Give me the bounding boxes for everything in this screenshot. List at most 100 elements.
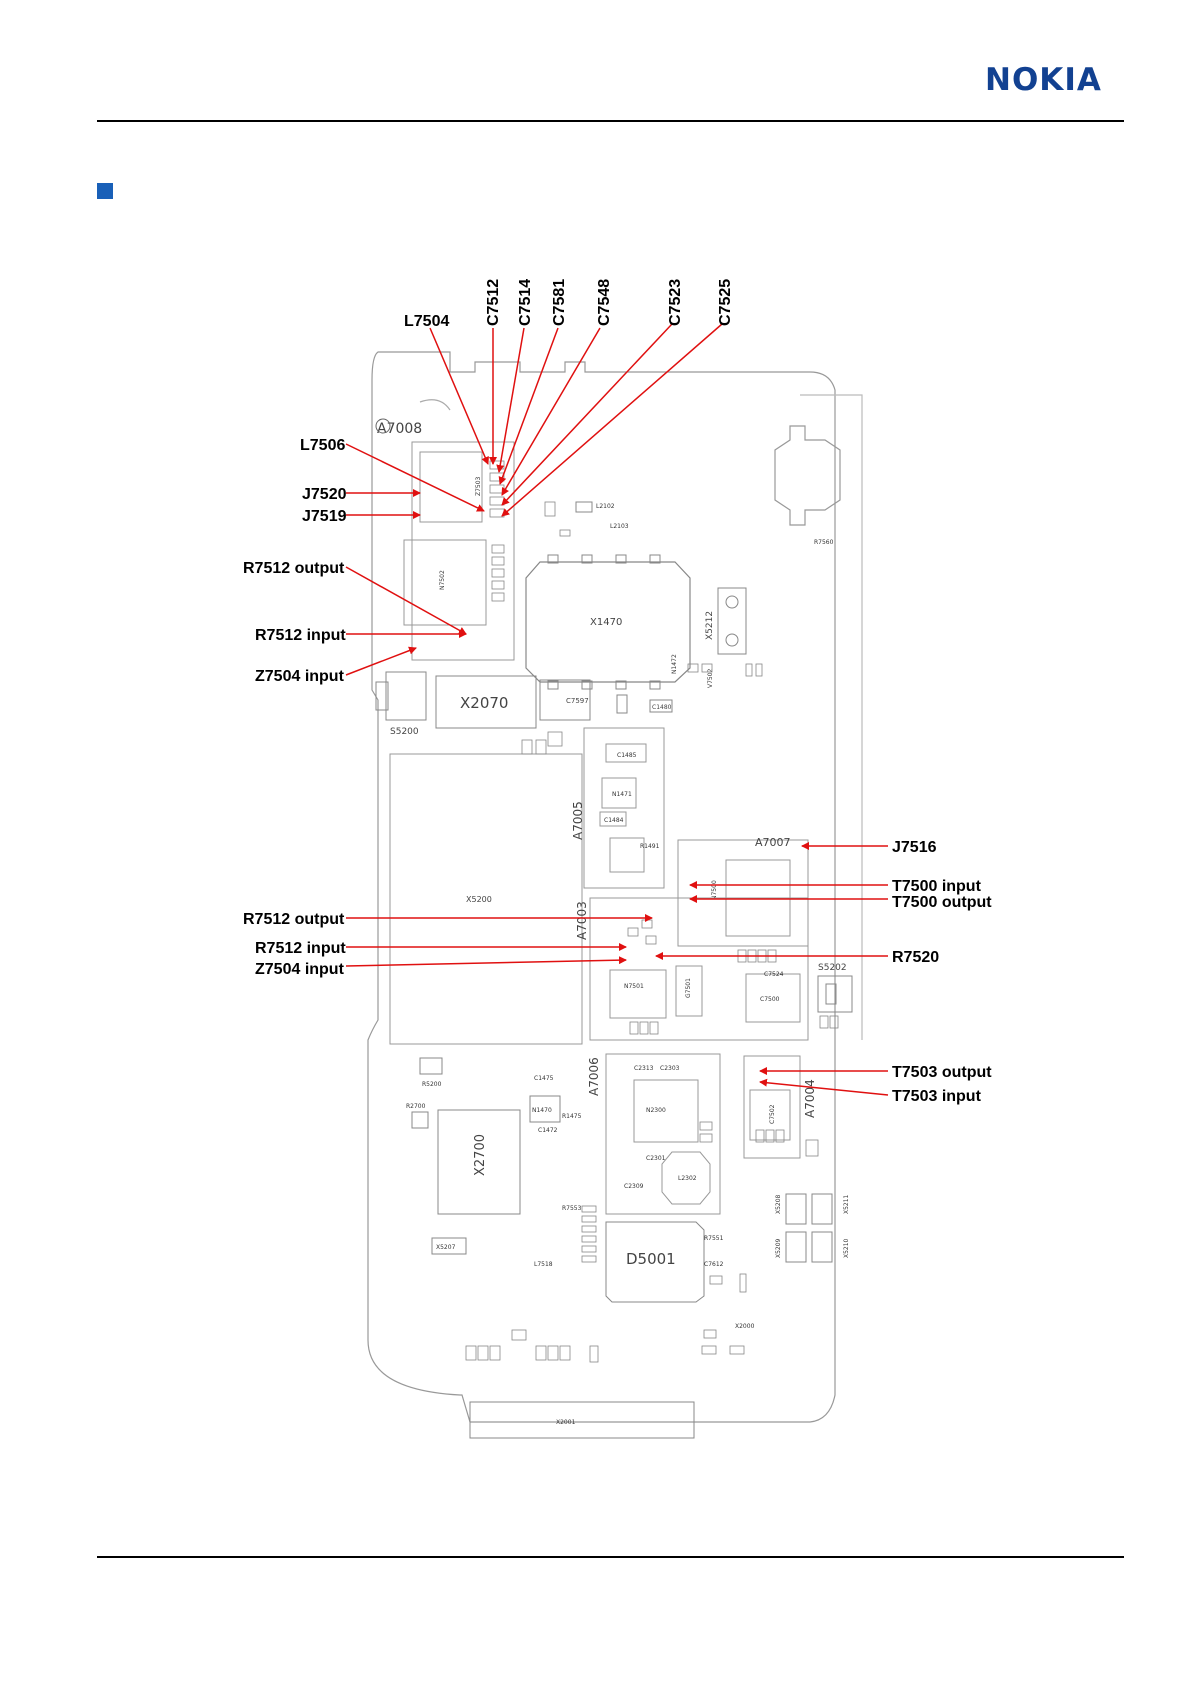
- svg-text:N1472: N1472: [671, 654, 678, 674]
- svg-text:Z7503: Z7503: [475, 476, 482, 496]
- footer-rule: [97, 1556, 1124, 1558]
- component-x2070: X2070 S5200 C7597 C1480: [375, 671, 673, 737]
- svg-text:L7518: L7518: [534, 1261, 553, 1268]
- svg-text:N7500: N7500: [711, 880, 718, 900]
- pads-x5208-x5211: X5208 X5209 X5211 X5210: [775, 1193, 850, 1263]
- callout-r7512-output-mid: R7512 output: [243, 911, 345, 928]
- svg-text:L2302: L2302: [678, 1175, 697, 1182]
- svg-text:N2300: N2300: [646, 1107, 666, 1114]
- svg-text:A7003: A7003: [575, 901, 589, 940]
- svg-text:N7502: N7502: [439, 570, 446, 590]
- callout-l7506: L7506: [300, 437, 345, 454]
- svg-text:N7501: N7501: [624, 983, 644, 990]
- svg-text:R1491: R1491: [640, 843, 660, 850]
- svg-text:C1472: C1472: [538, 1127, 558, 1134]
- callout-c7523: C7523: [667, 279, 684, 326]
- component-d5001: D5001 R7551 C7612 R7553 L7518: [534, 1205, 724, 1303]
- svg-text:A7007: A7007: [755, 836, 791, 849]
- connector-x2001: X2001: [469, 1401, 695, 1439]
- callout-r7512-output-top: R7512 output: [243, 560, 345, 577]
- svg-text:R7560: R7560: [814, 539, 834, 546]
- callout-z7504-input-top: Z7504 input: [255, 668, 345, 685]
- svg-text:L2102: L2102: [596, 503, 615, 510]
- svg-text:D5001: D5001: [626, 1250, 676, 1268]
- callout-l7504: L7504: [404, 313, 449, 330]
- callout-j7520: J7520: [302, 486, 347, 503]
- callout-r7512-input-top: R7512 input: [255, 627, 346, 644]
- callout-r7520: R7520: [892, 949, 939, 966]
- svg-text:X2001: X2001: [556, 1419, 576, 1426]
- svg-text:C2309: C2309: [624, 1183, 644, 1190]
- misc-component-labels: L2102 L2103 R7560 N7502 Z7503 N1472 V750…: [439, 476, 834, 1330]
- callout-c7581: C7581: [551, 279, 568, 326]
- module-a7003: A7003 N7501 C7500 G7501 C7524: [575, 897, 809, 1041]
- svg-text:R5200: R5200: [422, 1081, 442, 1088]
- board-outline: [367, 351, 863, 1423]
- svg-text:A7006: A7006: [587, 1057, 601, 1096]
- svg-text:L2103: L2103: [610, 523, 629, 530]
- svg-text:C1480: C1480: [652, 704, 672, 711]
- svg-text:A7004: A7004: [803, 1079, 817, 1118]
- callout-c7514: C7514: [517, 279, 534, 326]
- svg-text:C2301: C2301: [646, 1155, 666, 1162]
- svg-text:S5202: S5202: [818, 963, 847, 973]
- callout-r7512-input-mid: R7512 input: [255, 940, 346, 957]
- svg-text:X2700: X2700: [473, 1134, 488, 1176]
- svg-text:X5212: X5212: [705, 611, 715, 640]
- svg-text:C7597: C7597: [566, 697, 589, 705]
- svg-text:C1484: C1484: [604, 817, 624, 824]
- svg-text:R1475: R1475: [562, 1113, 582, 1120]
- label-a7008: A7008: [377, 421, 422, 437]
- svg-text:X5207: X5207: [436, 1244, 456, 1251]
- svg-text:C2313: C2313: [634, 1065, 654, 1072]
- callout-c7512: C7512: [485, 279, 502, 326]
- svg-text:C1485: C1485: [617, 752, 637, 759]
- svg-text:C7612: C7612: [704, 1261, 724, 1268]
- shield-a7008: [403, 441, 515, 661]
- svg-text:R2700: R2700: [406, 1103, 426, 1110]
- svg-text:N1471: N1471: [612, 791, 632, 798]
- module-a7004: A7004 C7502: [743, 1055, 817, 1159]
- callout-t7500-output: T7500 output: [892, 894, 992, 911]
- svg-text:N1470: N1470: [532, 1107, 552, 1114]
- leader-lines: [345, 323, 889, 1096]
- svg-text:A7005: A7005: [571, 801, 585, 840]
- nokia-logo: NOKIA: [985, 62, 1102, 98]
- header-rule: [97, 120, 1124, 122]
- callout-z7504-input-mid: Z7504 input: [255, 961, 345, 978]
- section-marker: [97, 183, 113, 199]
- svg-text:X5210: X5210: [843, 1238, 850, 1258]
- callout-t7500-input: T7500 input: [892, 878, 982, 895]
- callout-t7503-output: T7503 output: [892, 1064, 992, 1081]
- module-a7005: A7005 C1485 C1484 R1491 N1471: [571, 727, 665, 889]
- svg-text:C7524: C7524: [764, 971, 784, 978]
- component-x5200: X5200: [389, 753, 583, 1045]
- component-x5212: X5212: [705, 587, 747, 655]
- svg-text:X5208: X5208: [775, 1194, 782, 1214]
- svg-text:V7502: V7502: [707, 668, 714, 688]
- callout-c7548: C7548: [596, 279, 613, 326]
- callout-j7516: J7516: [892, 839, 937, 856]
- svg-text:S5200: S5200: [390, 727, 419, 737]
- component-x2700: X2700 N1470 R5200 R2700 X5207 C1475 C147…: [406, 1057, 582, 1255]
- callout-c7525: C7525: [717, 279, 734, 326]
- module-a7007: A7007 N7500: [677, 836, 809, 947]
- callout-t7503-input: T7503 input: [892, 1088, 982, 1105]
- smd-cluster: [465, 460, 839, 1363]
- svg-text:R7553: R7553: [562, 1205, 582, 1212]
- module-a7006: A7006 N2300 L2302 C2313 C2303 C2301 C230…: [587, 1053, 721, 1215]
- callout-labels: L7504 C7512 C7514 C7581 C7548 C7523 C752…: [243, 279, 992, 1105]
- svg-text:X2000: X2000: [735, 1323, 755, 1330]
- component-s5202: S5202: [817, 963, 853, 1013]
- svg-text:X1470: X1470: [590, 617, 622, 628]
- svg-text:C1475: C1475: [534, 1075, 554, 1082]
- svg-text:X5200: X5200: [466, 895, 492, 904]
- svg-text:X5209: X5209: [775, 1238, 782, 1258]
- svg-text:G7501: G7501: [685, 978, 692, 998]
- svg-text:C2303: C2303: [660, 1065, 680, 1072]
- svg-text:C7500: C7500: [760, 996, 780, 1003]
- callout-j7519: J7519: [302, 508, 347, 525]
- svg-text:X2070: X2070: [460, 694, 508, 712]
- component-x1470: X1470: [525, 554, 691, 690]
